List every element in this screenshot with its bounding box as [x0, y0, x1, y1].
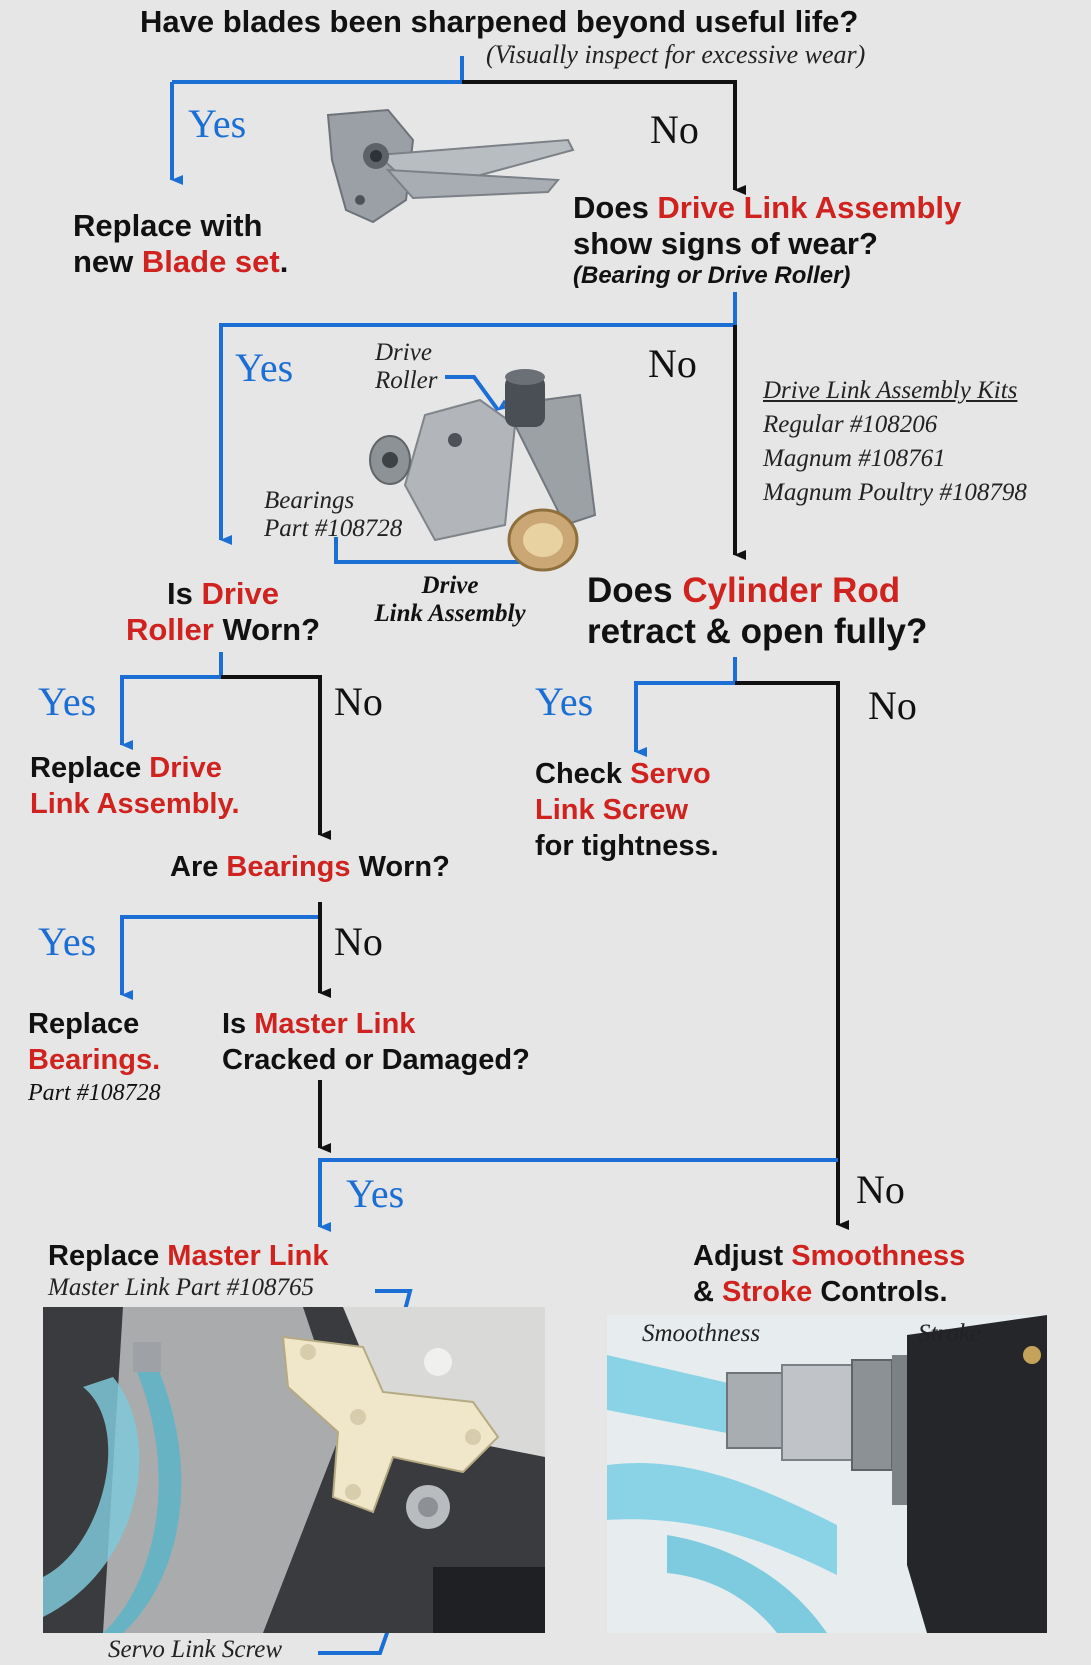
q1-no-label: No: [650, 107, 699, 152]
q1-yes-connector: [172, 56, 464, 84]
q5-yes-connector: [120, 902, 322, 1000]
q3-yes-label: Yes: [38, 679, 97, 724]
q5-no-label: No: [334, 919, 383, 964]
q1-no-connector: [462, 80, 737, 165]
drive-link-assembly-image: [369, 369, 597, 572]
q4-no-connector: [735, 681, 849, 1230]
q1-question: Have blades been sharpened beyond useful…: [140, 4, 859, 39]
check-servo-link-screw: Check Servo Link Screw for tightness.: [535, 758, 719, 862]
q1-yes-label: Yes: [188, 101, 247, 146]
replace-master-link: Replace Master Link: [48, 1240, 329, 1272]
bearings-pointer: [334, 537, 525, 564]
q3-no-label: No: [334, 679, 383, 724]
stroke-controls-photo: [607, 1315, 1047, 1633]
q4-yes-connector: [634, 657, 737, 757]
q6-question: Is Master Link Cracked or Damaged?: [222, 1008, 530, 1076]
q6-yes-connector: [318, 1158, 838, 1232]
q2-no-label: No: [648, 341, 697, 386]
drive-roller-pointer: [445, 375, 510, 412]
q3-question: Is Drive Roller Worn?: [125, 576, 321, 647]
adjust-smoothness-stroke: Adjust Smoothness & Stroke Controls.: [693, 1240, 966, 1308]
replace-drive-link-assembly: Replace Drive Link Assembly.: [30, 752, 240, 820]
q3-no-connector: [221, 675, 331, 840]
q2-question: Does Drive Link Assembly show signs of w…: [573, 190, 962, 289]
master-link-part-label: Master Link Part #108765: [48, 1274, 314, 1301]
q5-question: Are Bearings Worn?: [170, 851, 450, 883]
replace-blade-set: Replace with new Blade set.: [73, 208, 289, 279]
master-link-photo: [43, 1307, 545, 1633]
q3-yes-connector: [120, 652, 223, 750]
q6-no-label: No: [856, 1167, 905, 1212]
q6-yes-label: Yes: [346, 1171, 405, 1216]
blade-set-image: [326, 108, 575, 224]
smoothness-label: Smoothness: [642, 1320, 761, 1347]
servo-link-screw-label: Servo Link Screw: [108, 1636, 283, 1663]
q2-yes-connector: [219, 292, 737, 545]
q4-no-label: No: [868, 683, 917, 728]
replace-bearings: Replace Bearings. Part #108728: [28, 1008, 161, 1106]
bearings-part-label: Bearings Part #108728: [264, 487, 403, 542]
q1-hint: (Visually inspect for excessive wear): [486, 40, 866, 69]
drive-link-kits: Drive Link Assembly Kits Regular #108206…: [763, 377, 1027, 506]
q2-yes-label: Yes: [235, 345, 294, 390]
drive-roller-label: Drive Roller: [375, 339, 438, 394]
q4-question: Does Cylinder Rod retract & open fully?: [587, 571, 928, 651]
drive-link-assembly-label: Drive Link Assembly: [374, 572, 526, 627]
stroke-label: Stroke: [918, 1320, 981, 1347]
q5-yes-label: Yes: [38, 919, 97, 964]
q4-yes-label: Yes: [535, 679, 594, 724]
